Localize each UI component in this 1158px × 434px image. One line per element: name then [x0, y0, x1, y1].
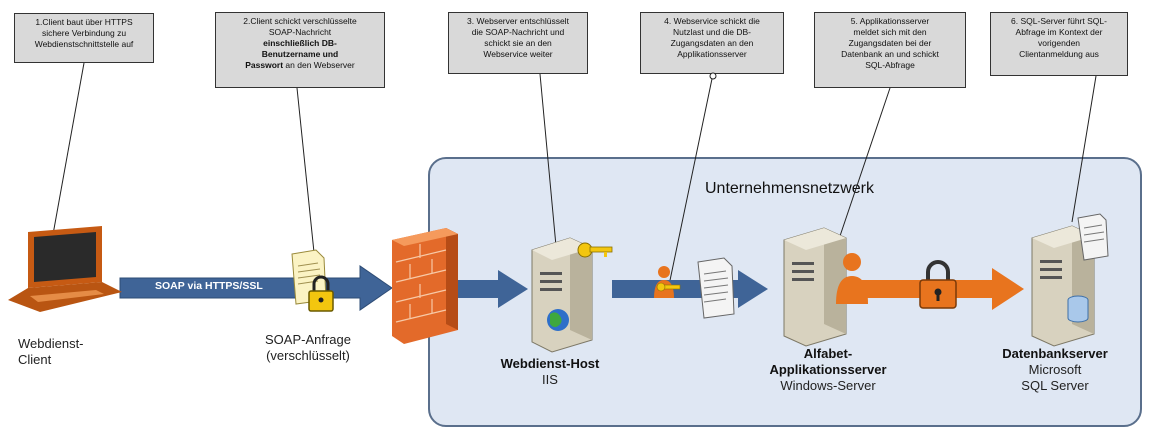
callout-1-line-2: sichere Verbindung zu	[41, 28, 127, 38]
callout-5-pointer	[839, 87, 891, 237]
callout-6-pointer	[1071, 75, 1097, 223]
callout-3-line-2: die SOAP-Nachricht und	[471, 27, 565, 37]
laptop-icon	[8, 226, 122, 312]
soap-request-line-2: (verschlüsselt)	[266, 348, 350, 363]
callout-6-line-3: vorigenden	[1037, 38, 1081, 48]
db-server-sub-2: SQL Server	[1021, 378, 1089, 393]
callout-2-line-3: einschließlich DB-	[263, 38, 337, 48]
server-person-icon	[783, 227, 868, 347]
callout-3-line-3: schickt sie an den	[484, 38, 552, 48]
callout-6-line-2: Abfrage im Kontext der	[1015, 27, 1103, 37]
soap-request-line-1: SOAP-Anfrage	[265, 332, 351, 347]
callout-4-pointer-dot	[709, 72, 717, 80]
payload-arrow	[612, 270, 768, 308]
callout-2-pointer	[296, 87, 316, 263]
callout-3-pointer	[539, 73, 557, 247]
callout-4-line-2: Nutzlast und die DB-	[673, 27, 751, 37]
web-host-sub: IIS	[542, 372, 558, 387]
callout-5: 5. Applikationsserver meldet sich mit de…	[814, 12, 966, 88]
callout-6-line-4: Clientanmeldung aus	[1019, 49, 1099, 59]
app-server-title-2: Applikationsserver	[769, 362, 887, 377]
db-server-label: Datenbankserver Microsoft SQL Server	[980, 346, 1130, 394]
soap-arrow-1	[119, 265, 393, 311]
callout-2-line-2: SOAP-Nachricht	[268, 27, 332, 37]
web-host-title: Webdienst-Host	[500, 356, 600, 371]
callout-4-line-3: Zugangsdaten an den	[670, 38, 754, 48]
callout-2-line-4: Benutzername und	[261, 49, 339, 59]
callout-2-line-1: 2.Client schickt verschlüsselte	[243, 16, 357, 26]
callout-2-line-5: Passwort an den Webserver	[245, 60, 355, 70]
db-server-sub-1: Microsoft	[1028, 362, 1082, 377]
callout-6-line-1: 6. SQL-Server führt SQL-	[1011, 16, 1107, 26]
client-label-line-1: Webdienst-	[18, 336, 84, 351]
padlock-icon	[919, 260, 957, 309]
callout-1: 1.Client baut über HTTPS sichere Verbind…	[14, 13, 154, 63]
server-key-globe-icon	[531, 237, 613, 353]
callout-5-line-5: SQL-Abfrage	[865, 60, 915, 70]
soap-request-label: SOAP-Anfrage (verschlüsselt)	[238, 332, 378, 364]
key-person-icon	[654, 266, 681, 298]
network-label: Unternehmensnetzwerk	[705, 180, 874, 197]
callout-1-line-1: 1.Client baut über HTTPS	[35, 17, 133, 27]
document-lock-icon	[291, 249, 334, 312]
callout-1-line-3: Webdienstschnittstelle auf	[34, 39, 134, 49]
soap-arrow-label: SOAP via HTTPS/SSL	[155, 280, 263, 292]
callout-5-line-3: Zugangsdaten bei der	[848, 38, 932, 48]
callout-1-pointer	[51, 62, 85, 241]
callout-4: 4. Webservice schickt die Nutzlast und d…	[640, 12, 784, 74]
app-server-title-1: Alfabet-	[803, 346, 853, 361]
callout-4-pointer	[667, 73, 714, 291]
callout-4-line-4: Applikationsserver	[677, 49, 747, 59]
callout-5-line-4: Datenbank an und schickt	[841, 49, 939, 59]
callout-5-line-2: meldet sich mit den	[853, 27, 927, 37]
callout-3-line-1: 3. Webserver entschlüsselt	[467, 16, 569, 26]
callout-3: 3. Webserver entschlüsselt die SOAP-Nach…	[448, 12, 588, 74]
firewall-icon	[392, 228, 458, 344]
callout-6: 6. SQL-Server führt SQL- Abfrage im Kont…	[990, 12, 1128, 76]
client-label-line-2: Client	[18, 352, 52, 367]
web-host-label: Webdienst-Host IIS	[480, 356, 620, 388]
document-icon	[697, 257, 735, 319]
app-server-label: Alfabet- Applikationsserver Windows-Serv…	[748, 346, 908, 394]
server-database-icon	[1031, 213, 1109, 347]
app-server-sub: Windows-Server	[780, 378, 876, 393]
client-label: Webdienst- Client	[18, 336, 84, 368]
callout-3-line-4: Webservice weiter	[483, 49, 553, 59]
soap-arrow-2	[458, 270, 528, 308]
callout-2: 2.Client schickt verschlüsselte SOAP-Nac…	[215, 12, 385, 88]
db-server-title: Datenbankserver	[1002, 346, 1108, 361]
callout-5-line-1: 5. Applikationsserver	[850, 16, 930, 26]
callout-4-line-1: 4. Webservice schickt die	[664, 16, 760, 26]
